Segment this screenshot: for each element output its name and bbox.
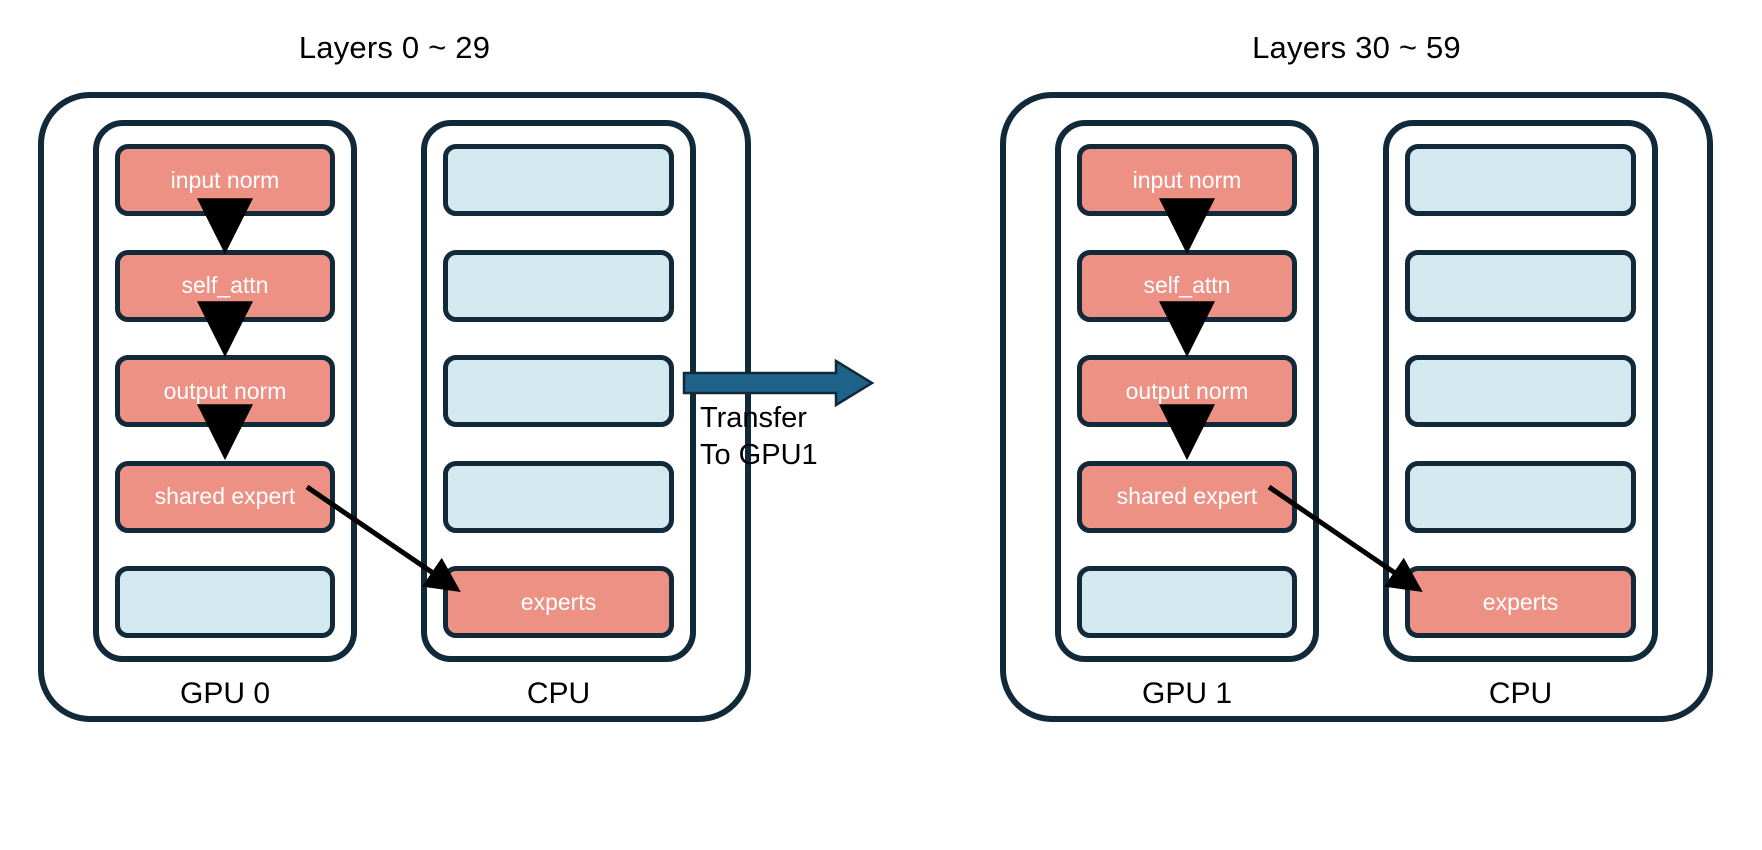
panel-title-left: Layers 0 ~ 29 [298, 30, 491, 65]
unit-placeholder[interactable] [115, 566, 335, 638]
transfer-label-line1: Transfer [700, 402, 807, 434]
panel-title-right: Layers 30 ~ 59 [1252, 30, 1461, 65]
gpu-column-right: input norm self_attn output norm shared … [1055, 120, 1319, 662]
unit-placeholder[interactable] [1077, 566, 1297, 638]
cpu-column-left: experts [421, 120, 696, 662]
unit-output-norm[interactable]: output norm [115, 355, 335, 427]
unit-cpu-slot-1[interactable] [443, 144, 674, 216]
unit-input-norm[interactable]: input norm [1077, 144, 1297, 216]
gpu-label-left: GPU 0 [179, 677, 271, 710]
unit-cpu-slot-1[interactable] [1405, 144, 1636, 216]
transfer-label: Transfer To GPU1 [700, 400, 880, 474]
transfer-label-line2: To GPU1 [700, 439, 818, 472]
unit-cpu-slot-4[interactable] [443, 460, 674, 533]
unit-cpu-slot-3[interactable] [1405, 355, 1636, 427]
unit-shared-expert[interactable]: shared expert [115, 460, 335, 533]
unit-cpu-slot-3[interactable] [443, 355, 674, 427]
unit-input-norm[interactable]: input norm [115, 144, 335, 216]
unit-self-attn[interactable]: self_attn [115, 249, 335, 322]
unit-cpu-slot-4[interactable] [1405, 460, 1636, 533]
panel-layers-30-59: Layers 30 ~ 59 input norm self_attn outp… [1000, 30, 1713, 722]
unit-cpu-slot-2[interactable] [1405, 249, 1636, 322]
gpu-column-left: input norm self_attn output norm shared … [93, 120, 357, 662]
unit-cpu-slot-2[interactable] [443, 249, 674, 322]
cpu-label-right: CPU [1488, 677, 1553, 710]
unit-output-norm[interactable]: output norm [1077, 355, 1297, 427]
gpu-label-right: GPU 1 [1141, 677, 1233, 710]
cpu-label-left: CPU [526, 677, 591, 710]
unit-shared-expert[interactable]: shared expert [1077, 460, 1297, 533]
unit-experts[interactable]: experts [443, 566, 674, 638]
unit-self-attn[interactable]: self_attn [1077, 249, 1297, 322]
unit-experts[interactable]: experts [1405, 566, 1636, 638]
cpu-column-right: experts [1383, 120, 1658, 662]
panel-layers-0-29: Layers 0 ~ 29 input norm self_attn outpu… [38, 30, 751, 722]
